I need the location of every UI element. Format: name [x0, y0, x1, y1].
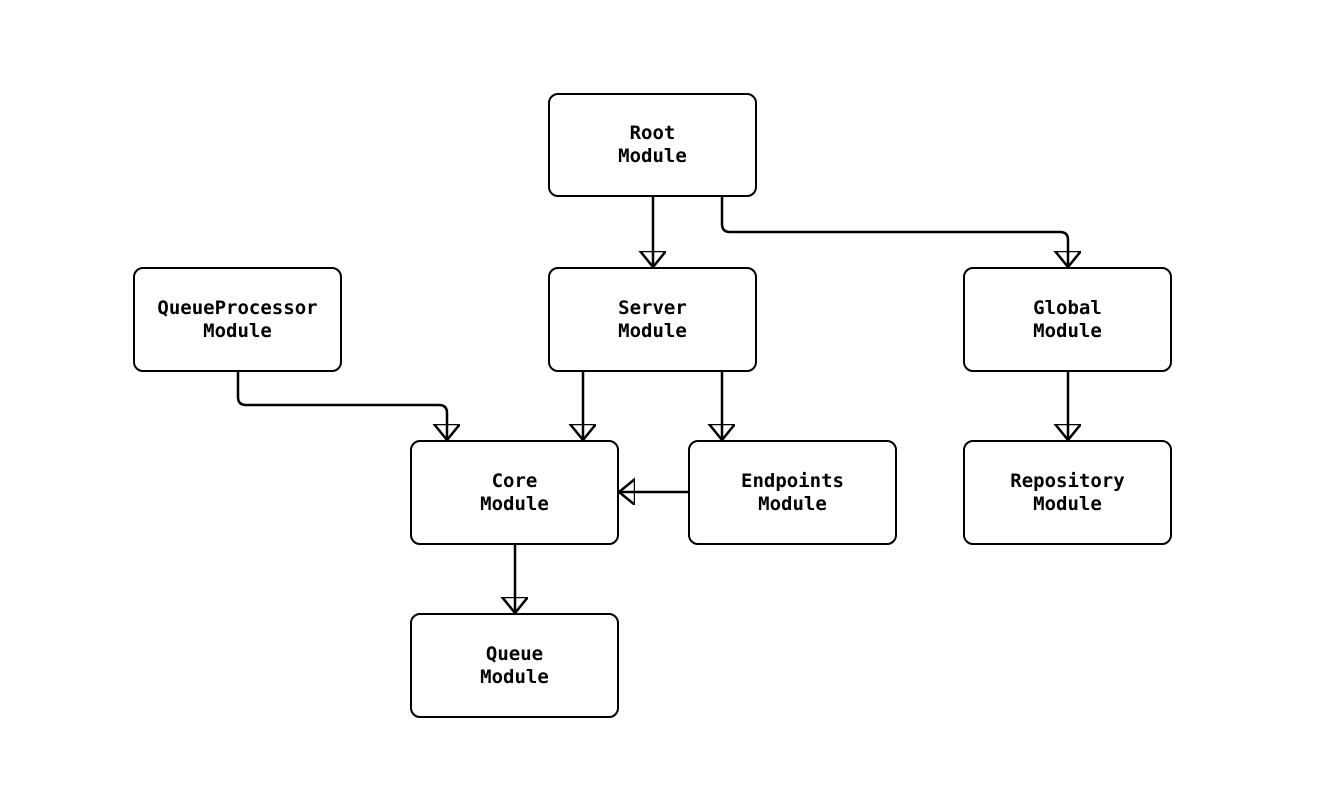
- edge-queueprocessor-to-core: [236, 372, 447, 440]
- node-label: Queue: [485, 642, 544, 665]
- node-label: Endpoints: [741, 469, 844, 492]
- node-label: Module: [203, 319, 272, 342]
- node-root-module: Root Module: [548, 93, 757, 197]
- node-label: Module: [480, 665, 549, 688]
- node-label: QueueProcessor: [157, 296, 318, 319]
- node-repository-module: Repository Module: [963, 440, 1172, 545]
- node-label: Server: [618, 296, 687, 319]
- node-core-module: Core Module: [410, 440, 619, 545]
- node-queue-module: Queue Module: [410, 613, 619, 718]
- node-server-module: Server Module: [548, 267, 757, 372]
- node-label: Module: [618, 319, 687, 342]
- node-label: Module: [480, 492, 549, 515]
- node-label: Root: [629, 122, 676, 144]
- node-queueprocessor-module: QueueProcessor Module: [133, 267, 342, 372]
- node-label: Module: [1033, 492, 1102, 515]
- node-global-module: Global Module: [963, 267, 1172, 372]
- node-label: Core: [491, 469, 538, 492]
- node-endpoints-module: Endpoints Module: [688, 440, 897, 545]
- node-label: Module: [758, 492, 827, 515]
- node-label: Module: [618, 145, 687, 167]
- edge-root-to-global: [720, 197, 1068, 267]
- node-label: Module: [1033, 319, 1102, 342]
- node-label: Repository: [1010, 469, 1125, 492]
- node-label: Global: [1033, 296, 1102, 319]
